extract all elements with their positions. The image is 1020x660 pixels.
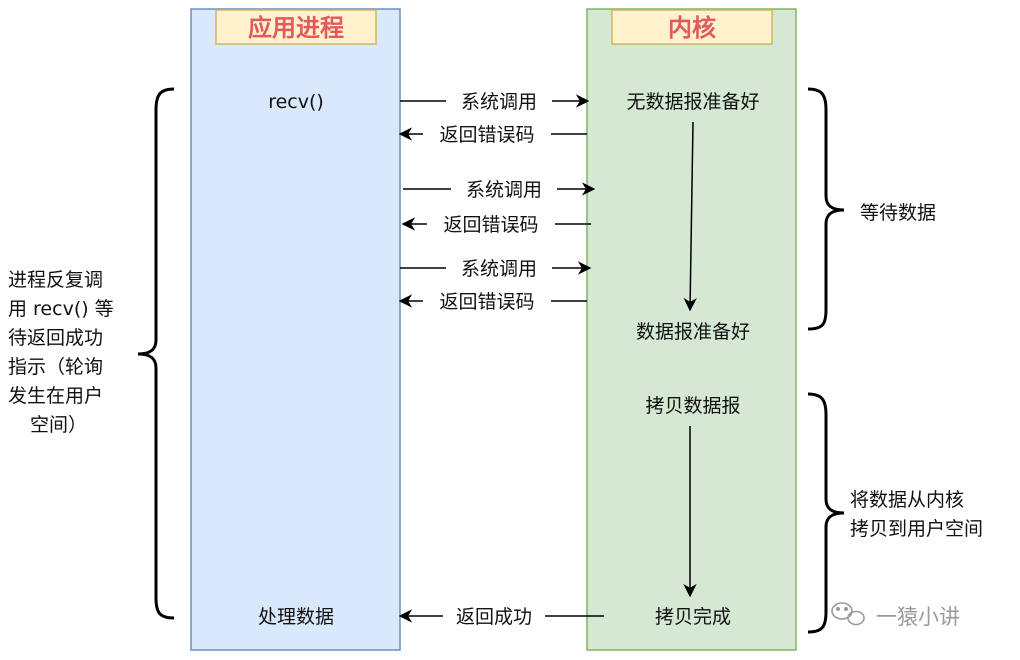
wait-data-note: 等待数据 <box>860 202 936 224</box>
data-ready-node: 数据报准备好 <box>636 321 750 343</box>
left-note-line-4: 指示（轮询 <box>8 356 103 378</box>
process-data-node: 处理数据 <box>258 606 334 628</box>
copy-data-node: 拷贝数据报 <box>645 395 740 417</box>
no-data-ready-node: 无数据报准备好 <box>626 91 759 113</box>
left-note-line-3: 待返回成功 <box>8 327 103 349</box>
left-note-line-6: 空间） <box>30 414 87 436</box>
left-brace <box>137 87 175 620</box>
watermark-text: 一猿小讲 <box>876 605 960 629</box>
app-title-box <box>215 9 377 45</box>
kernel-lane <box>586 8 797 651</box>
call-1-label: 系统调用 <box>461 91 537 113</box>
copy-note-line-2: 拷贝到用户空间 <box>850 518 983 540</box>
call-5-label: 系统调用 <box>461 258 537 280</box>
call-4-label: 返回错误码 <box>443 214 538 236</box>
wechat-icon <box>831 602 865 626</box>
left-note-line-2: 用 recv() 等 <box>8 298 114 320</box>
call-6-label: 返回错误码 <box>439 291 534 313</box>
copy-brace <box>807 392 845 634</box>
wait-brace <box>807 87 845 331</box>
left-note-line-1: 进程反复调 <box>8 269 103 291</box>
left-note-line-5: 发生在用户 <box>8 385 103 407</box>
wait-flow-arrow <box>683 121 697 312</box>
call-7-label: 返回成功 <box>456 606 532 628</box>
recv-call: recv() <box>268 91 324 113</box>
call-3-label: 系统调用 <box>466 179 542 201</box>
kernel-lane-title: 内核 <box>668 14 716 42</box>
app-lane <box>190 8 401 651</box>
copy-done-node: 拷贝完成 <box>655 606 731 628</box>
call-2-label: 返回错误码 <box>439 124 534 146</box>
copy-note-line-1: 将数据从内核 <box>850 489 964 511</box>
app-lane-title: 应用进程 <box>248 14 344 42</box>
kernel-title-box <box>611 9 773 45</box>
